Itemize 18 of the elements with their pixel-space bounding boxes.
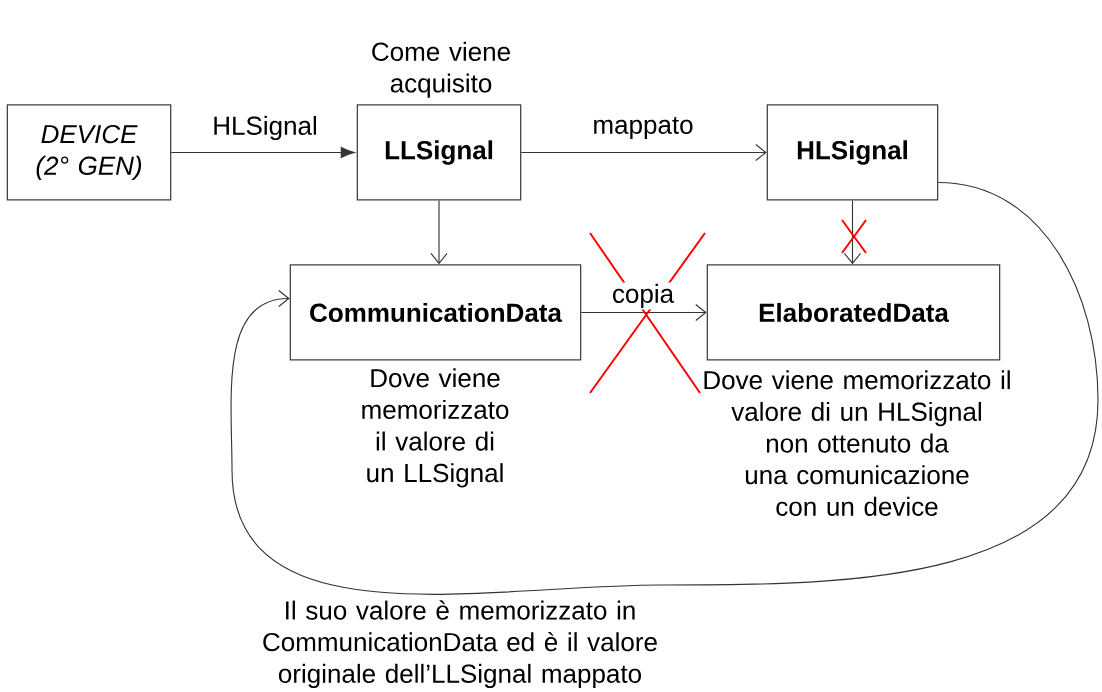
node-caption: Come viene acquisito: [372, 41, 510, 98]
note-text: Il suo valore è memorizzato in CommunicationData ed è il valore originale dell’LLSignal mappato: [263, 600, 657, 689]
process-box: CommunicationData: [289, 264, 582, 361]
process-box: LLSignal: [356, 104, 522, 201]
node-caption: Dove viene memorizzato il valore di un LLSignal: [362, 368, 509, 488]
arrow: [843, 200, 862, 265]
arrow: [580, 303, 707, 322]
arrow: [520, 143, 767, 162]
process-box: ElaboratedData: [706, 264, 1001, 361]
edge-label: mappato: [591, 115, 695, 141]
process-box: DEVICE (2° GEN): [6, 104, 172, 201]
arrow: [170, 146, 355, 159]
arrow: [430, 200, 448, 265]
arrow: [230, 181, 1099, 595]
edge-label: HLSignal: [210, 114, 320, 142]
process-box: HLSignal: [766, 104, 939, 201]
node-caption: Dove viene memorizzato il valore di un HLSignal non ottenuto da una comunicazione con un device: [704, 370, 1010, 516]
edge-label: copia: [610, 282, 676, 310]
